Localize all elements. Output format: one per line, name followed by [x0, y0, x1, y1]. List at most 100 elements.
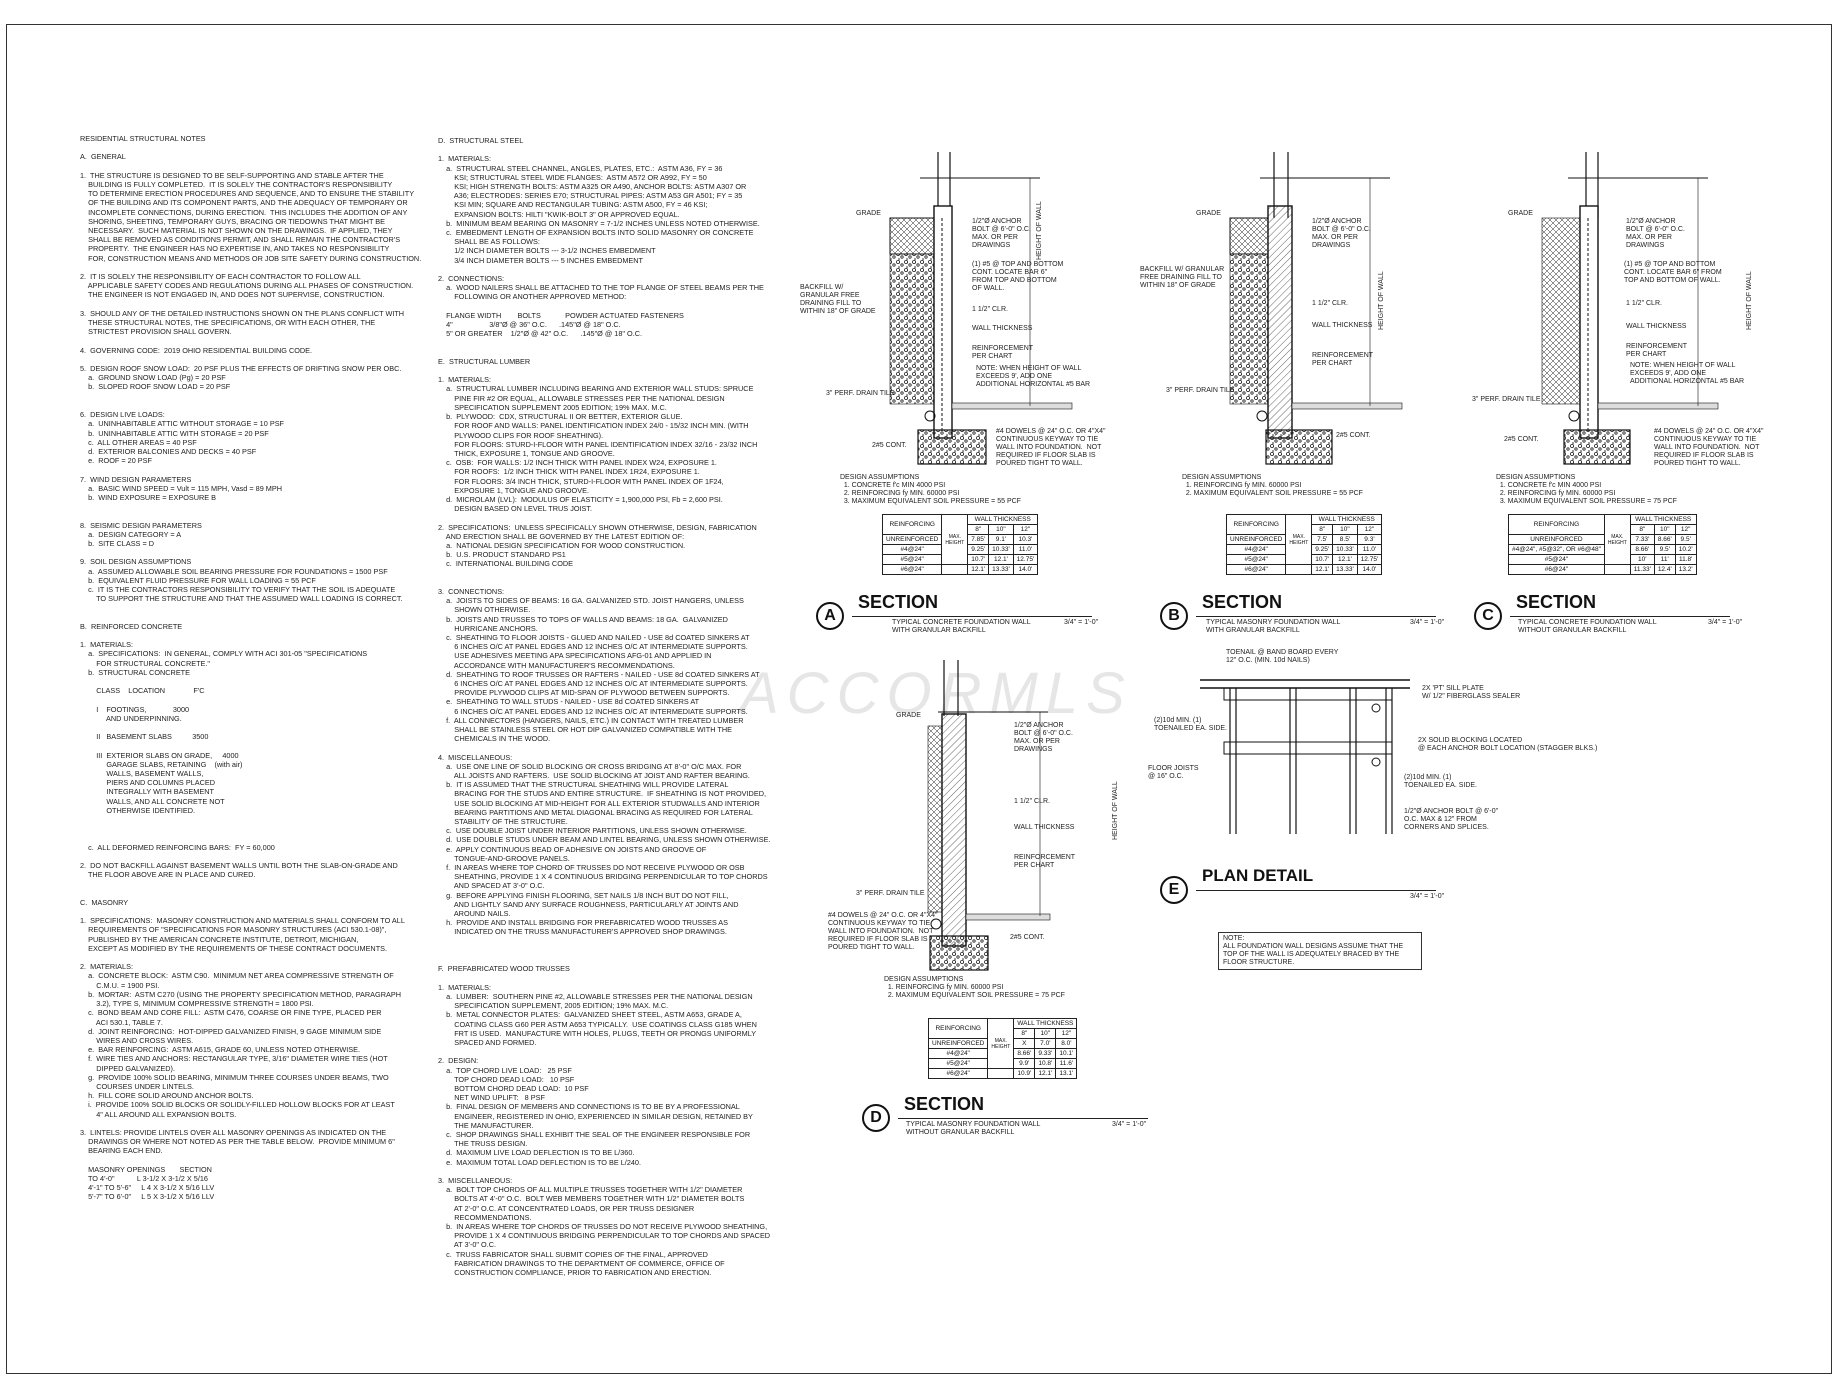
plan-detail-e-drawing: [1200, 679, 1410, 834]
section-c-description: TYPICAL CONCRETE FOUNDATION WALL WITHOUT…: [1518, 619, 1657, 634]
section-a-grade-label: GRADE: [856, 210, 881, 217]
foundation-note-text: NOTE: ALL FOUNDATION WALL DESIGNS ASSUME…: [1223, 935, 1404, 966]
structural-notes-left-column: RESIDENTIAL STRUCTURAL NOTES A. GENERAL …: [80, 134, 422, 1202]
table-cell: 10.7': [967, 554, 990, 565]
plan-e-nails2-label: (2)10d MIN. (1) TOENAILED EA. SIDE.: [1404, 774, 1478, 789]
table-header-max-height: MAX. HEIGHT: [1285, 514, 1313, 565]
section-c-clr-label: 1 1/2" CLR.: [1626, 300, 1662, 307]
table-cell: #5@24": [1225, 554, 1287, 565]
section-d-title: SECTION: [904, 1094, 985, 1114]
table-header-wall-thickness: WALL THICKNESS: [1311, 514, 1383, 525]
plan-e-toenail-label: TOENAIL @ BAND BOARD EVERY 12" O.C. (MIN…: [1226, 649, 1339, 664]
table-header-wall-thickness: WALL THICKNESS: [1013, 1018, 1078, 1029]
table-col: 12": [1055, 1028, 1078, 1039]
table-cell: 11.8': [1674, 554, 1697, 565]
table-cell: 11.6': [1055, 1058, 1078, 1069]
section-d-scale: 3/4" = 1'-0": [1112, 1121, 1147, 1128]
table-cell: 7.85': [967, 534, 990, 545]
table-cell: 8.0': [1055, 1038, 1078, 1049]
table-cell: #4@24": [881, 544, 943, 555]
table-cell: 10.7': [1311, 554, 1334, 565]
table-col: 10": [1653, 524, 1676, 535]
section-a-design-assumptions: DESIGN ASSUMPTIONS 1. CONCRETE f'c MIN 4…: [840, 474, 1021, 505]
section-c-title: SECTION: [1516, 592, 1597, 612]
section-c-dowels-label: #4 DOWELS @ 24" O.C. OR 4"X4" CONTINUOUS…: [1654, 428, 1764, 467]
section-b-grade-label: GRADE: [1196, 210, 1221, 217]
table-cell: 9.5': [1653, 544, 1676, 555]
section-c-grade-label: GRADE: [1508, 210, 1533, 217]
section-c-bars-label: (1) #5 @ TOP AND BOTTOM CONT. LOCATE BAR…: [1624, 261, 1722, 284]
structural-notes-middle-column: D. STRUCTURAL STEEL 1. MATERIALS: a. STR…: [438, 136, 771, 1277]
table-cell: 10': [1629, 554, 1655, 565]
section-b-reinforcement-label: REINFORCEMENT PER CHART: [1312, 352, 1374, 367]
table-cell: #6@24": [881, 564, 943, 575]
plan-detail-e-mark: E: [1160, 876, 1188, 904]
section-d-clr-label: 1 1/2" CLR.: [1014, 798, 1050, 805]
table-col: 10": [1332, 524, 1358, 535]
section-b-height-label: HEIGHT OF WALL: [1378, 271, 1385, 330]
table-cell: #4@24", #5@32", OR #6@48": [1508, 544, 1605, 555]
table-cell: 13.33': [988, 564, 1014, 575]
table-row: #6@24"10.9'12.1'13.1': [927, 1068, 1078, 1079]
table-row: #4@24"8.66'9.33'10.1': [927, 1048, 1078, 1059]
table-cell: 13.2': [1674, 564, 1697, 575]
table-cell: 12.75': [1012, 554, 1039, 565]
table-row: #6@24"12.1'13.33'14.0': [1225, 564, 1383, 575]
section-a-anchor-label: 1/2"Ø ANCHOR BOLT @ 6'-0" O.C. MAX. OR P…: [972, 218, 1031, 249]
table-cell: 13.1': [1055, 1068, 1078, 1079]
table-col: 12": [1012, 524, 1039, 535]
table-col: 12": [1674, 524, 1697, 535]
section-a-bars-label: (1) #5 @ TOP AND BOTTOM CONT. LOCATE BAR…: [972, 261, 1064, 292]
table-col: 8": [967, 524, 990, 535]
table-cell: 14.0': [1356, 564, 1383, 575]
section-b-drain-label: 3" PERF. DRAIN TILE: [1166, 387, 1235, 394]
table-cell: 9.9': [1013, 1058, 1036, 1069]
section-d-drawing: [927, 660, 1051, 971]
section-a-drain-label: 3" PERF. DRAIN TILE: [826, 390, 895, 397]
table-cell: 10.2': [1674, 544, 1697, 555]
section-d-mark: D: [862, 1104, 890, 1132]
plan-e-joists-label: FLOOR JOISTS @ 16" O.C.: [1148, 765, 1199, 780]
section-c-anchor-label: 1/2"Ø ANCHOR BOLT @ 6'-0" O.C. MAX. OR P…: [1626, 218, 1685, 249]
table-col: 10": [1034, 1028, 1057, 1039]
section-d-description: TYPICAL MASONRY FOUNDATION WALL WITHOUT …: [906, 1121, 1041, 1136]
section-c-note-label: NOTE: WHEN HEIGHT OF WALL EXCEEDS 9', AD…: [1630, 362, 1745, 385]
table-cell: 9.33': [1034, 1048, 1057, 1059]
section-a-scale: 3/4" = 1'-0": [1064, 619, 1099, 626]
section-d-thickness-label: WALL THICKNESS: [1014, 824, 1075, 831]
table-cell: 10.1': [1055, 1048, 1078, 1059]
section-b-cont-label: 2#5 CONT.: [1336, 432, 1371, 439]
section-a-note-label: NOTE: WHEN HEIGHT OF WALL EXCEEDS 9', AD…: [976, 365, 1091, 388]
section-a-description: TYPICAL CONCRETE FOUNDATION WALL WITH GR…: [892, 619, 1031, 634]
table-header-reinforcing: REINFORCING: [927, 1018, 989, 1039]
section-a-mark: A: [816, 602, 844, 630]
table-cell: 9.25': [1311, 544, 1334, 555]
table-row: #4@24", #5@32", OR #6@48"8.66'9.5'10.2': [1508, 544, 1697, 555]
section-a-drawing: [889, 152, 1073, 465]
table-cell: 10.9': [1013, 1068, 1036, 1079]
section-c-height-label: HEIGHT OF WALL: [1746, 271, 1753, 330]
section-b-design-assumptions: DESIGN ASSUMPTIONS 1. REINFORCING fy MIN…: [1182, 474, 1363, 497]
plan-detail-e-title: PLAN DETAIL: [1202, 866, 1314, 885]
table-cell: 10.33': [1332, 544, 1358, 555]
table-cell: 12.1': [967, 564, 990, 575]
section-c-mark: C: [1474, 602, 1502, 630]
plan-e-bolt-label: 1/2"Ø ANCHOR BOLT @ 6'-0" O.C. MAX & 12"…: [1404, 808, 1499, 831]
table-cell: 7.0': [1034, 1038, 1057, 1049]
table-header-reinforcing: REINFORCING: [1508, 514, 1605, 535]
section-b-thickness-label: WALL THICKNESS: [1312, 322, 1373, 329]
table-cell: UNREINFORCED: [881, 534, 943, 545]
section-c-cont-label: 2#5 CONT.: [1504, 436, 1539, 443]
table-col: 8": [1311, 524, 1334, 535]
table-cell: UNREINFORCED: [927, 1038, 989, 1049]
table-header-max-height: MAX. HEIGHT: [987, 1018, 1015, 1069]
table-cell: 10.3': [1012, 534, 1039, 545]
section-d-reinforcement-label: REINFORCEMENT PER CHART: [1014, 854, 1076, 869]
section-c-thickness-label: WALL THICKNESS: [1626, 323, 1687, 330]
table-cell: 12.1': [1034, 1068, 1057, 1079]
plan-e-sill-label: 2X 'PT' SILL PLATE W/ 1/2" FIBERGLASS SE…: [1422, 685, 1521, 700]
section-d-grade-label: GRADE: [896, 712, 921, 719]
